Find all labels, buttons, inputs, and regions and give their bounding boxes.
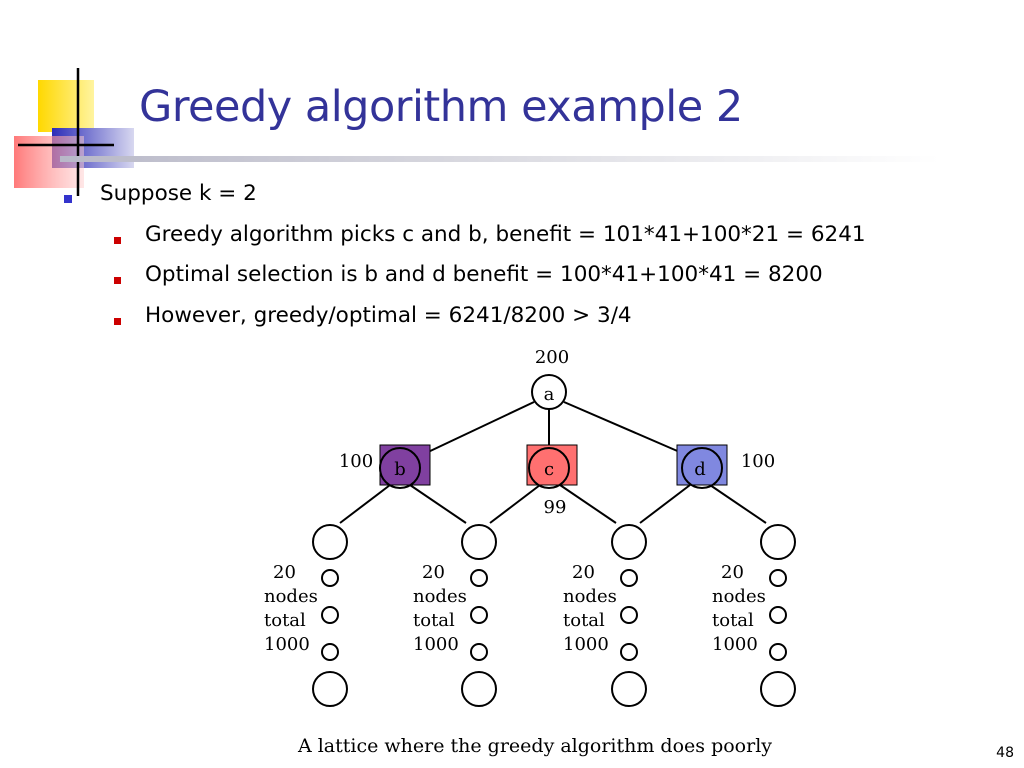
group-note-1-line4: 1000 bbox=[264, 634, 310, 655]
group-note-4-line3: total bbox=[712, 610, 754, 631]
subtree-1-small-node bbox=[321, 569, 339, 587]
title-divider bbox=[60, 156, 940, 162]
subtree-3-small-node bbox=[620, 643, 638, 661]
group-note-4-line1: 20 bbox=[721, 562, 744, 583]
group-note-3-line4: 1000 bbox=[563, 634, 609, 655]
group-note-3-line3: total bbox=[563, 610, 605, 631]
subtree-1-small-node bbox=[321, 606, 339, 624]
diagram-caption: A lattice where the greedy algorithm doe… bbox=[297, 735, 772, 757]
subtree-2-small-node bbox=[470, 569, 488, 587]
node-d-label: d bbox=[694, 459, 706, 480]
node-c-value: 99 bbox=[544, 497, 567, 518]
group-note-4-line2: nodes bbox=[712, 586, 766, 607]
bullet-marker-icon bbox=[64, 195, 72, 203]
group-note-3-line1: 20 bbox=[572, 562, 595, 583]
group-note-1-line2: nodes bbox=[264, 586, 318, 607]
subtree-3-top-node bbox=[611, 524, 647, 560]
subtree-2-top-node bbox=[461, 524, 497, 560]
node-b-value: 100 bbox=[339, 451, 373, 472]
sub-bullet-marker-icon bbox=[114, 318, 121, 325]
subtree-2-small-node bbox=[470, 606, 488, 624]
group-note-3-line2: nodes bbox=[563, 586, 617, 607]
subtree-4-small-node bbox=[769, 643, 787, 661]
subtree-3-small-node bbox=[620, 569, 638, 587]
subtree-1-top-node bbox=[312, 524, 348, 560]
group-note-4-line4: 1000 bbox=[712, 634, 758, 655]
group-note-2-line3: total bbox=[413, 610, 455, 631]
subtree-4-bottom-node bbox=[760, 671, 796, 707]
node-a-label: a bbox=[544, 384, 555, 405]
group-note-2-line4: 1000 bbox=[413, 634, 459, 655]
bullet-main: Suppose k = 2 bbox=[100, 181, 257, 206]
subtree-1-small-node bbox=[321, 643, 339, 661]
subtree-1-bottom-node bbox=[312, 671, 348, 707]
slide-title: Greedy algorithm example 2 bbox=[139, 82, 743, 132]
page-number: 48 bbox=[996, 745, 1014, 761]
node-d bbox=[681, 447, 723, 489]
node-a bbox=[531, 374, 567, 410]
node-d-value: 100 bbox=[741, 451, 775, 472]
subtree-2-small-node bbox=[470, 643, 488, 661]
subtree-3-bottom-node bbox=[611, 671, 647, 707]
group-note-2-line1: 20 bbox=[422, 562, 445, 583]
subtree-4-small-node bbox=[769, 569, 787, 587]
sub-bullet-optimal: Optimal selection is b and d benefit = 1… bbox=[145, 262, 823, 287]
sub-bullet-ratio: However, greedy/optimal = 6241/8200 > 3/… bbox=[145, 303, 632, 328]
subtree-2-bottom-node bbox=[461, 671, 497, 707]
node-c bbox=[528, 447, 570, 489]
decorative-logo-icon bbox=[14, 68, 134, 196]
node-b-label: b bbox=[394, 459, 406, 480]
sub-bullet-greedy: Greedy algorithm picks c and b, benefit … bbox=[145, 222, 866, 247]
subtree-4-small-node bbox=[769, 606, 787, 624]
subtree-4-top-node bbox=[760, 524, 796, 560]
lattice-diagram: a 200 b 100 c 99 d 100 bbox=[264, 347, 796, 757]
group-note-1-line3: total bbox=[264, 610, 306, 631]
node-a-value: 200 bbox=[535, 347, 569, 368]
node-c-label: c bbox=[544, 459, 554, 480]
node-b bbox=[379, 447, 421, 489]
group-note-1-line1: 20 bbox=[273, 562, 296, 583]
group-note-2-line2: nodes bbox=[413, 586, 467, 607]
subtree-3-small-node bbox=[620, 606, 638, 624]
sub-bullet-marker-icon bbox=[114, 237, 121, 244]
sub-bullet-marker-icon bbox=[114, 277, 121, 284]
